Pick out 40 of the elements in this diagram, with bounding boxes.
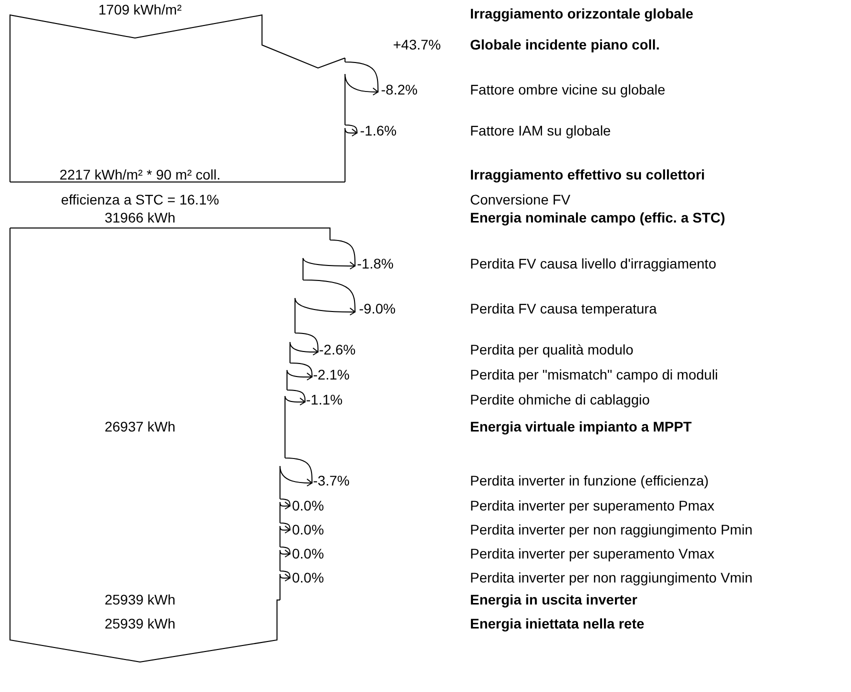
step-description: Perdita per qualità modulo <box>470 342 634 358</box>
loss-percentage: 0.0% <box>292 498 324 514</box>
step-description: Perdita inverter in funzione (efficienza) <box>470 472 709 490</box>
step-description: Energia iniettata nella rete <box>470 616 644 632</box>
step-description: Perdita inverter per non raggiungimento Vmin <box>470 570 752 586</box>
step-description: Perdita inverter per superamento Vmax <box>470 546 714 562</box>
step-description: Fattore IAM su globale <box>470 122 611 140</box>
energy-value: 25939 kWh <box>104 616 176 632</box>
loss-percentage: 0.0% <box>292 570 324 586</box>
step-description: Conversione FV <box>470 192 570 208</box>
loss-percentage: 0.0% <box>292 546 324 562</box>
step-description: Fattore ombre vicine su globale <box>470 82 666 98</box>
step-description: Irraggiamento effettivo su collettori <box>470 166 705 184</box>
loss-percentage: -1.6% <box>360 122 397 140</box>
energy-value: 31966 kWh <box>104 210 176 226</box>
step-description: Perdita FV causa livello d'irraggiamento <box>470 256 716 272</box>
step-description: Irraggiamento orizzontale globale <box>470 6 694 22</box>
step-description: Perdita inverter per non raggiungimento Pmin <box>470 522 752 538</box>
energy-value: efficienza a STC = 16.1% <box>60 192 220 208</box>
step-description: Perdita FV causa temperatura <box>470 300 657 318</box>
step-description: Perdite ohmiche di cablaggio <box>470 392 650 408</box>
loss-percentage: -3.7% <box>313 472 350 490</box>
loss-percentage: +43.7% <box>393 36 441 54</box>
loss-percentage: -1.8% <box>357 256 394 272</box>
step-description: Globale incidente piano coll. <box>470 36 660 54</box>
energy-value: 25939 kWh <box>104 592 176 608</box>
loss-percentage: 0.0% <box>292 522 324 538</box>
loss-percentage: -2.1% <box>313 366 350 384</box>
step-description: Energia nominale campo (effic. a STC) <box>470 210 726 226</box>
step-description: Energia virtuale impianto a MPPT <box>470 418 692 436</box>
loss-percentage: -8.2% <box>381 82 418 98</box>
loss-percentage: -9.0% <box>359 300 396 318</box>
step-description: Perdita per "mismatch" campo di moduli <box>470 366 718 384</box>
loss-percentage: -1.1% <box>306 392 343 408</box>
energy-value: 2217 kWh/m² * 90 m² coll. <box>59 166 221 184</box>
energy-value: 26937 kWh <box>104 418 176 436</box>
loss-percentage: -2.6% <box>319 342 356 358</box>
step-description: Energia in uscita inverter <box>470 592 638 608</box>
step-description: Perdita inverter per superamento Pmax <box>470 498 714 514</box>
energy-value: 1709 kWh/m² <box>98 2 182 18</box>
